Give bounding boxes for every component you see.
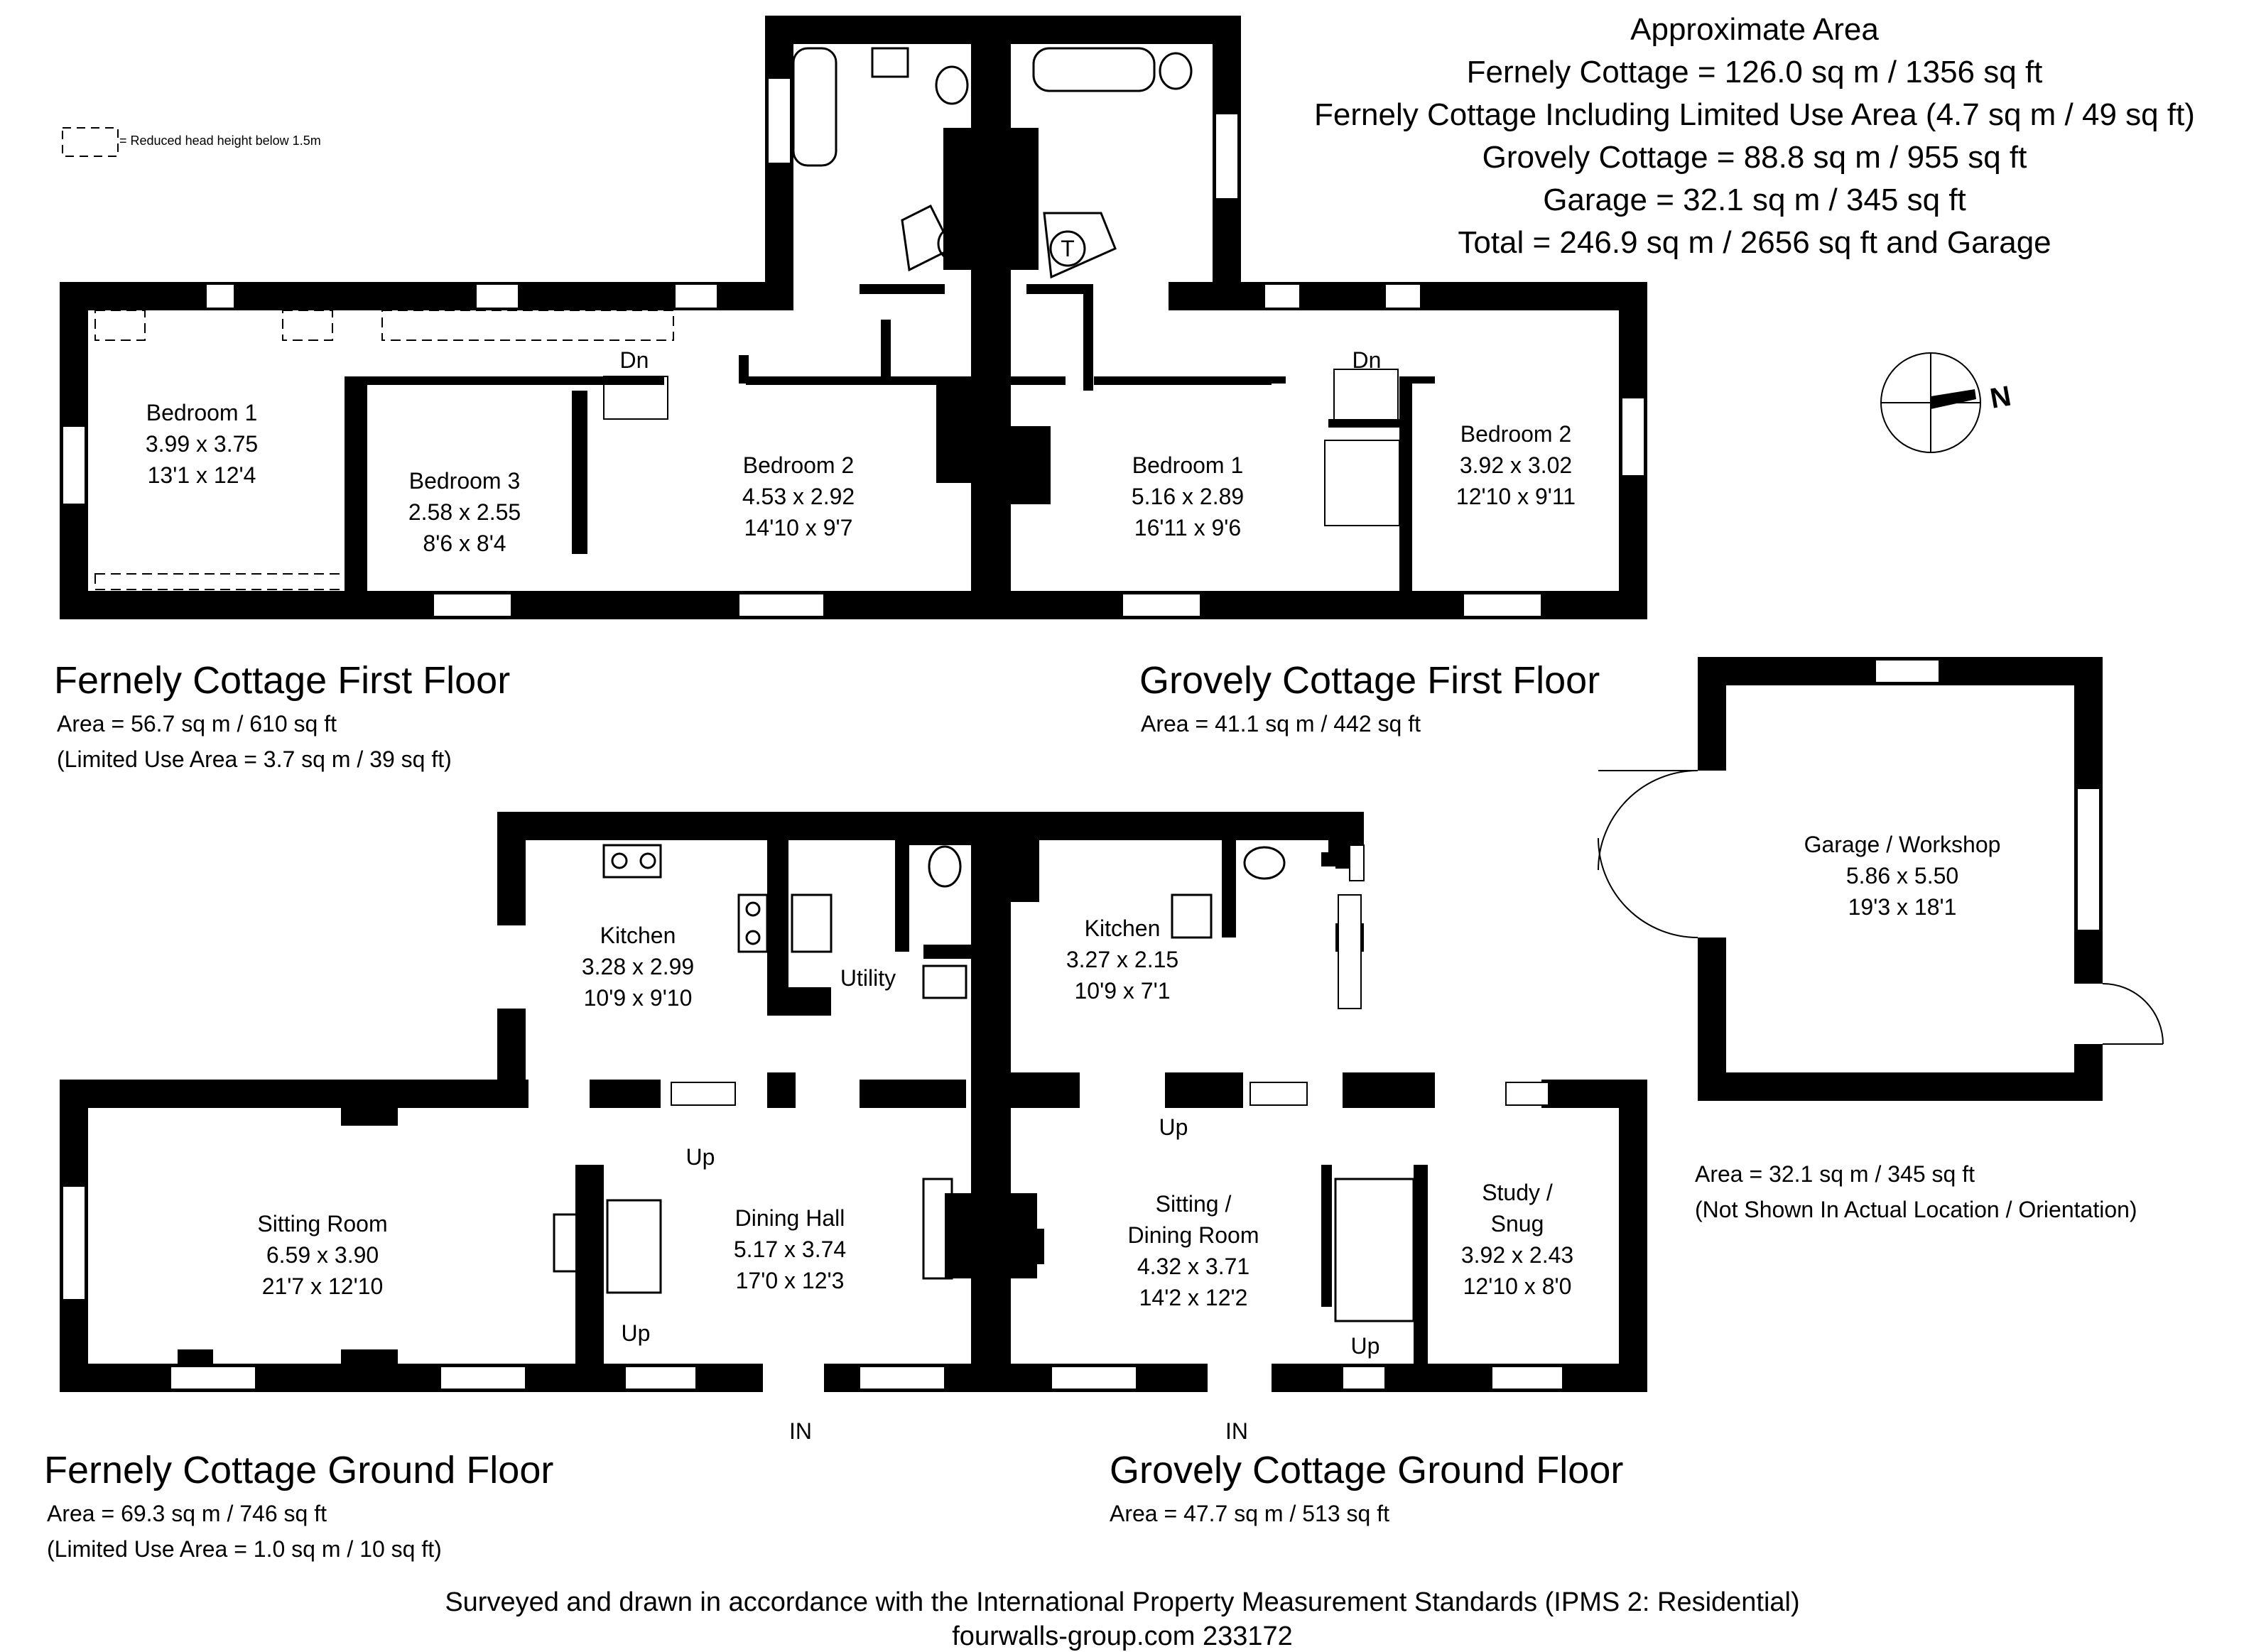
room-metric: 3.28 x 2.99 bbox=[582, 954, 694, 979]
entrance-label: IN bbox=[789, 1418, 812, 1444]
garage-walls bbox=[1698, 657, 2103, 1101]
reduced-height-areas bbox=[94, 310, 674, 590]
room-metric: 3.92 x 3.02 bbox=[1460, 452, 1572, 478]
garage-note: (Not Shown In Actual Location / Orientat… bbox=[1695, 1197, 2137, 1222]
room-name: Snug bbox=[1491, 1211, 1544, 1237]
room-metric: 5.86 x 5.50 bbox=[1846, 863, 1958, 889]
legend-swatch bbox=[62, 127, 119, 157]
garage-area: Area = 32.1 sq m / 345 sq ft bbox=[1695, 1161, 1975, 1187]
stair-up-label: Up bbox=[1351, 1333, 1380, 1359]
footer-reference: fourwalls-group.com 233172 bbox=[952, 1621, 1293, 1651]
garage-windows bbox=[1875, 659, 2100, 931]
room-imperial: 10'9 x 7'1 bbox=[1075, 978, 1171, 1004]
room-imperial: 10'9 x 9'10 bbox=[584, 985, 693, 1011]
room-metric: 3.27 x 2.15 bbox=[1066, 947, 1178, 972]
room-imperial: 8'6 x 8'4 bbox=[423, 531, 506, 556]
floor-area: Area = 47.7 sq m / 513 sq ft bbox=[1110, 1501, 1389, 1526]
room-metric: 6.59 x 3.90 bbox=[266, 1242, 379, 1268]
room-imperial: 14'2 x 12'2 bbox=[1139, 1285, 1248, 1310]
room-name: Sitting Room bbox=[257, 1211, 387, 1237]
room-name: Dining Hall bbox=[735, 1205, 845, 1231]
room-metric: 3.92 x 2.43 bbox=[1461, 1242, 1573, 1268]
area-summary: Approximate Area Fernely Cottage = 126.0… bbox=[1314, 12, 2195, 260]
room-name: Kitchen bbox=[1085, 915, 1161, 941]
summary-line: Grovely Cottage = 88.8 sq m / 955 sq ft bbox=[1482, 140, 2027, 175]
floor-area: Area = 56.7 sq m / 610 sq ft bbox=[57, 711, 337, 737]
room-metric: 5.16 x 2.89 bbox=[1132, 484, 1244, 509]
legend-text: = Reduced head height below 1.5m bbox=[119, 134, 321, 148]
room-name: Bedroom 3 bbox=[409, 468, 521, 494]
room-metric: 4.53 x 2.92 bbox=[742, 484, 855, 509]
floor-title: Grovely Cottage First Floor bbox=[1139, 659, 1600, 702]
summary-line: Total = 246.9 sq m / 2656 sq ft and Gara… bbox=[1458, 225, 2051, 260]
room-metric: 4.32 x 3.71 bbox=[1137, 1254, 1249, 1279]
room-name: Bedroom 2 bbox=[743, 452, 855, 478]
floor-area: Area = 41.1 sq m / 442 sq ft bbox=[1141, 711, 1421, 737]
room-metric: 3.99 x 3.75 bbox=[146, 431, 258, 457]
stair-up-label: Up bbox=[622, 1320, 651, 1346]
stair-up-label: Up bbox=[1159, 1114, 1188, 1140]
entrance-label: IN bbox=[1225, 1418, 1248, 1444]
room-imperial: 16'11 x 9'6 bbox=[1134, 515, 1241, 540]
room-name: Kitchen bbox=[600, 923, 676, 948]
stair-down-label: Dn bbox=[620, 347, 649, 373]
room-metric: 2.58 x 2.55 bbox=[408, 499, 521, 525]
floor-titles: Fernely Cottage First Floor Area = 56.7 … bbox=[44, 659, 2137, 1562]
room-metric: 5.17 x 3.74 bbox=[734, 1237, 846, 1262]
footer-standards: Surveyed and drawn in accordance with th… bbox=[445, 1587, 1799, 1617]
room-imperial: 13'1 x 12'4 bbox=[148, 462, 256, 488]
compass-north-label: N bbox=[1988, 380, 2013, 414]
room-imperial: 12'10 x 8'0 bbox=[1463, 1273, 1572, 1299]
ground-fixtures bbox=[553, 844, 1415, 1322]
room-name: Sitting / bbox=[1156, 1191, 1232, 1217]
tank-label: T bbox=[948, 231, 963, 256]
room-name: Study / bbox=[1482, 1180, 1553, 1205]
footer: Surveyed and drawn in accordance with th… bbox=[445, 1587, 1799, 1651]
floor-title: Fernely Cottage Ground Floor bbox=[44, 1449, 553, 1491]
room-name: Bedroom 1 bbox=[146, 400, 258, 425]
summary-line: Fernely Cottage Including Limited Use Ar… bbox=[1314, 97, 2195, 132]
floor-area: Area = 69.3 sq m / 746 sq ft bbox=[47, 1501, 327, 1526]
floor-note: (Limited Use Area = 1.0 sq m / 10 sq ft) bbox=[47, 1536, 442, 1562]
room-name: Dining Room bbox=[1128, 1222, 1259, 1248]
garage-doors bbox=[1598, 770, 2164, 1045]
first-floor-walls bbox=[60, 16, 1647, 619]
room-imperial: 21'7 x 12'10 bbox=[262, 1273, 384, 1299]
compass-icon bbox=[1880, 352, 1981, 453]
room-name: Utility bbox=[840, 965, 896, 991]
ground-floor-walls bbox=[60, 812, 1647, 1392]
floor-note: (Limited Use Area = 3.7 sq m / 39 sq ft) bbox=[57, 746, 452, 772]
ground-floor-windows bbox=[62, 844, 1563, 1390]
stair-up-label: Up bbox=[686, 1144, 715, 1170]
room-imperial: 12'10 x 9'11 bbox=[1456, 484, 1576, 509]
room-imperial: 14'10 x 9'7 bbox=[744, 515, 853, 540]
summary-line: Garage = 32.1 sq m / 345 sq ft bbox=[1543, 183, 1966, 217]
summary-line: Fernely Cottage = 126.0 sq m / 1356 sq f… bbox=[1467, 55, 2043, 89]
plan-marks: Dn Dn T T Up Up Up Up IN IN bbox=[620, 231, 1382, 1444]
room-labels: Bedroom 1 3.99 x 3.75 13'1 x 12'4 Bedroo… bbox=[146, 400, 2001, 1310]
room-imperial: 17'0 x 12'3 bbox=[736, 1268, 845, 1293]
bath-fixtures bbox=[792, 47, 1193, 279]
stair-down-label: Dn bbox=[1352, 347, 1382, 373]
room-name: Bedroom 2 bbox=[1460, 421, 1572, 447]
first-floor-windows bbox=[62, 77, 1645, 617]
room-name: Garage / Workshop bbox=[1804, 832, 2001, 857]
floor-title: Grovely Cottage Ground Floor bbox=[1110, 1449, 1623, 1491]
summary-heading: Approximate Area bbox=[1630, 12, 1879, 47]
room-imperial: 19'3 x 18'1 bbox=[1848, 894, 1957, 920]
room-name: Bedroom 1 bbox=[1132, 452, 1244, 478]
tank-label: T bbox=[1061, 236, 1075, 261]
first-floor-stairs bbox=[603, 369, 1400, 526]
floor-title: Fernely Cottage First Floor bbox=[54, 659, 510, 702]
